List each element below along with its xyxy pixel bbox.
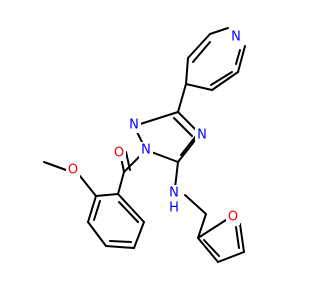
bond-tri-c3-n2 [133,111,179,127]
bond-fur-2 [217,251,245,263]
bond-nh-ch2 [184,194,207,215]
atom-labels: N N N N O O N H O [66,29,243,225]
bond-fur-double-2 [235,226,240,249]
bond-ch2-furan [197,213,207,239]
bond-benz-double-3 [118,201,139,223]
bond-omethoxy-ch3 [43,161,67,171]
bond-pyr-double-2 [210,71,233,86]
atom-n-pyridine: N [231,30,241,45]
mask-n-amine [167,185,181,201]
bond-tri-c3-n4-double [173,117,193,137]
bond-benz-4 [105,245,135,249]
bond-fur-3 [239,223,245,253]
bond-pyr-double-3 [235,49,241,65]
atom-o-carbonyl: O [114,146,124,161]
bond-tri-c5-n4-double [180,135,197,156]
molecule-structure: N N N N O O N H O [43,27,246,263]
mask-o-carbonyl [112,145,126,161]
mask-n-triazole-2 [127,117,141,133]
atom-o-methoxy: O [68,163,78,178]
mask-n-pyridine [229,29,243,45]
bond-pyr-2 [209,27,229,35]
bond-benz-double-1 [93,200,101,221]
mask-n-triazole-1 [139,142,153,158]
bond-pyr-3 [237,45,246,73]
bond-benz-double-2 [109,240,132,243]
atom-n-triazole-2: N [129,118,139,133]
atom-o-furan: O [228,210,238,225]
bond-pyr-1 [187,33,211,59]
bond-benz-1 [95,193,119,197]
bond-benz-5 [133,221,145,249]
bond-pyr-double-1 [192,41,211,63]
bond-pyr-6 [185,57,189,85]
bond-benz-6 [117,193,145,223]
bond-fur-double-1 [203,239,220,257]
bond-fur-1 [197,237,219,263]
bond-pyr-5 [185,83,213,91]
bond-pyr-triazole [177,83,187,113]
bond-pyr-4 [211,71,239,91]
atom-h-amine: H [169,201,179,216]
bond-carbonyl-benz [117,171,125,195]
atom-n-triazole-4: N [197,128,207,143]
bond-benz-2 [87,195,97,223]
bond-carbonyl-o-double [125,151,131,171]
mask-o-furan [226,209,240,225]
bond-fur-4 [197,219,227,239]
bond-benz-omethoxy [79,175,97,197]
atom-n-triazole-1: N [141,143,151,158]
mask-n-triazole-4 [195,127,209,143]
bond-benz-3 [87,221,107,247]
mask-o-methoxy [66,162,80,178]
atom-n-amine: N [169,186,179,201]
bond-c5-nh [174,161,179,189]
